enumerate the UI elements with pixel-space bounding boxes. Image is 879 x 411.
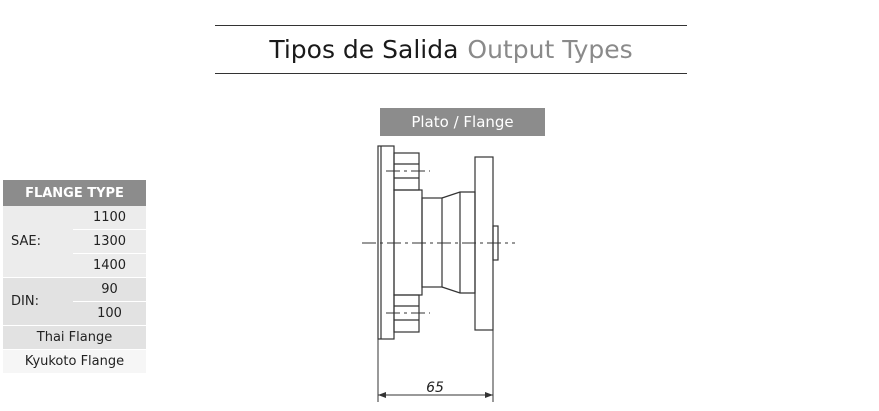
dimension-label: 65 bbox=[426, 380, 444, 396]
din-value-100: 100 bbox=[73, 301, 146, 326]
flange-type-table: FLANGE TYPE SAE: 1100 1300 1400 DIN: 90 … bbox=[3, 180, 146, 374]
flange-type-header: FLANGE TYPE bbox=[3, 180, 146, 206]
din-label: DIN: bbox=[3, 277, 73, 326]
kyukoto-flange: Kyukoto Flange bbox=[3, 349, 146, 374]
thai-flange: Thai Flange bbox=[3, 325, 146, 350]
title-spanish: Tipos de Salida bbox=[269, 35, 459, 64]
din-value-90: 90 bbox=[73, 277, 146, 302]
page-title: Tipos de Salida Output Types bbox=[215, 25, 687, 74]
sae-value-1100: 1100 bbox=[73, 206, 146, 230]
sae-value-1300: 1300 bbox=[73, 229, 146, 254]
flange-drawing: 65 bbox=[362, 145, 515, 402]
sae-label: SAE: bbox=[3, 206, 73, 278]
sae-value-1400: 1400 bbox=[73, 253, 146, 278]
title-english: Output Types bbox=[467, 35, 633, 64]
output-type-label: Plato / Flange bbox=[380, 108, 545, 136]
